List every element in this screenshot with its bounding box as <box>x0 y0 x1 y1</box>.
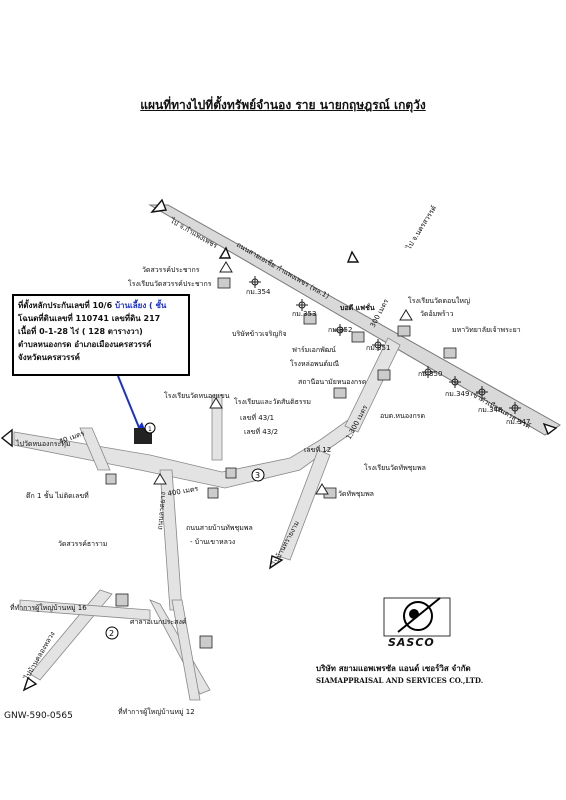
label-house-43-1: เลขที่ 43/1 <box>240 413 274 422</box>
company-name-thai: บริษัท สยามแอพเพรซัล แอนด์ เซอร์วิส จำกั… <box>316 664 471 673</box>
label-to-nakhonsawan: ไป จ.นครสวรรค์ <box>404 203 439 251</box>
label-wat-thap-chumphon: วัดทัพชุมพล <box>338 490 374 498</box>
label-km354: กม.354 <box>246 288 271 296</box>
info-line-1-prefix: ที่ตั้งหลักประกันเลขที่ 10/6 <box>18 301 113 310</box>
marker-1-label: 1 <box>148 426 152 433</box>
label-office-village-16: ที่ทำการผู้ใหญ่บ้านหมู่ 16 <box>10 603 87 612</box>
label-km347: กม.347 <box>506 418 530 426</box>
label-school-prachakorn: โรงเรียนวัดสวรรค์ประชากร <box>128 279 212 288</box>
label-school-nong-khaen: โรงเรียนวัดหนองแขน <box>164 391 230 400</box>
subject-property-marker: 1 <box>134 422 156 444</box>
info-line-2: โฉนดที่ดินเลขที่ 110741 เลขที่ดิน 217 <box>18 314 161 323</box>
property-info-box: ที่ตั้งหลักประกันเลขที่ 10/6 บ้านเลี้ยง … <box>12 294 190 376</box>
label-km353: กม.353 <box>292 310 316 318</box>
label-wat-don-yai: วัดอ้มพร้าว <box>420 310 454 318</box>
label-sala: ศาลาอเนกประสงค์ <box>130 618 187 626</box>
label-school-wat-don-yai: โรงเรียนวัดดอนใหญ่ <box>408 296 470 305</box>
label-house-12: เลขที่ 12 <box>304 445 331 454</box>
direction-arrows <box>0 198 558 692</box>
km-markers <box>249 276 521 414</box>
document-code: GNW-590-0565 <box>4 711 73 721</box>
label-office-village-12: ที่ทำการผู้ใหญ่บ้านหมู่ 12 <box>118 707 195 716</box>
label-health-center: สถานีอนามัยหนองกรด <box>298 378 366 386</box>
label-road-ban-thap: ถนนสายบ้านทัพชุมพล <box>186 524 253 532</box>
label-to-nongkrasung: ไปวัดหนองกระทุ่ม <box>15 439 70 448</box>
marker-2-label: 2 <box>109 629 114 638</box>
temple-icons <box>153 261 413 495</box>
label-school-bang: โรงหล่อพนต์มณี <box>290 359 340 368</box>
local-road-network <box>13 337 401 701</box>
label-school-thap-chumphon: โรงเรียนวัดทัพชุมพล <box>364 463 426 472</box>
info-line-5: จังหวัดนครสวรรค์ <box>18 353 80 362</box>
route-markers: 2 3 <box>105 468 265 640</box>
label-company-rice: บริษัทข้าวเจริญกิจ <box>232 330 287 338</box>
label-km350: กม.350 <box>418 370 442 378</box>
label-wat-sawan-tharam: วัดสวรรค์ธาราม <box>58 540 107 548</box>
sasco-wordmark: SASCO <box>388 636 435 649</box>
label-school-nong-krod: โรงเรียนและวัดสันติธรรม <box>234 397 311 406</box>
info-line-4: ตำบลหนองกรด อำเภอเมืองนครสวรรค์ <box>18 340 152 349</box>
label-km349: กม.349 <box>445 390 469 398</box>
subject-pointer-arrow <box>117 375 146 432</box>
label-road-ban-khao: - บ้านเขาหลวง <box>190 538 235 546</box>
label-wat-prachakorn: วัดสวรรค์ประชากร <box>142 266 200 274</box>
sasco-logo <box>383 597 451 637</box>
marker-3-label: 3 <box>255 471 260 480</box>
label-km348: กม.348 <box>478 406 502 414</box>
info-line-1-highlight: บ้านเลี้ยง ( ชั้น <box>114 301 167 310</box>
label-km352: กม.352 <box>328 326 352 334</box>
label-road-vertical: ถนนลาดยาง <box>156 492 167 531</box>
label-house-43-2: เลขที่ 43/2 <box>244 427 278 436</box>
info-line-3: เนื้อที่ 0-1-28 ไร่ ( 128 ตารางวา) <box>18 327 143 336</box>
label-obt: อบต.หนองกรด <box>380 412 425 420</box>
label-boonmee: บอดี แฟชั่น <box>340 302 375 312</box>
building-icons <box>105 277 457 649</box>
label-farm: ฟาร์มเอกพัฒน์ <box>292 346 336 354</box>
label-km351: กม.351 <box>366 344 390 352</box>
map-title: แผนที่ทางไปที่ตั้งทรัพย์จำนอง ราย นายกฤษ… <box>140 98 426 112</box>
label-building-1: ตึก 1 ชั้น ไม่ติดเลขที่ <box>26 489 89 500</box>
info-line-1: ที่ตั้งหลักประกันเลขที่ 10/6 บ้านเลี้ยง … <box>18 299 184 312</box>
company-name-english: SIAMAPPRAISAL AND SERVICES CO.,LTD. <box>316 676 484 685</box>
label-university: มหาวิทยาลัยเจ้าพระยา <box>452 326 521 334</box>
